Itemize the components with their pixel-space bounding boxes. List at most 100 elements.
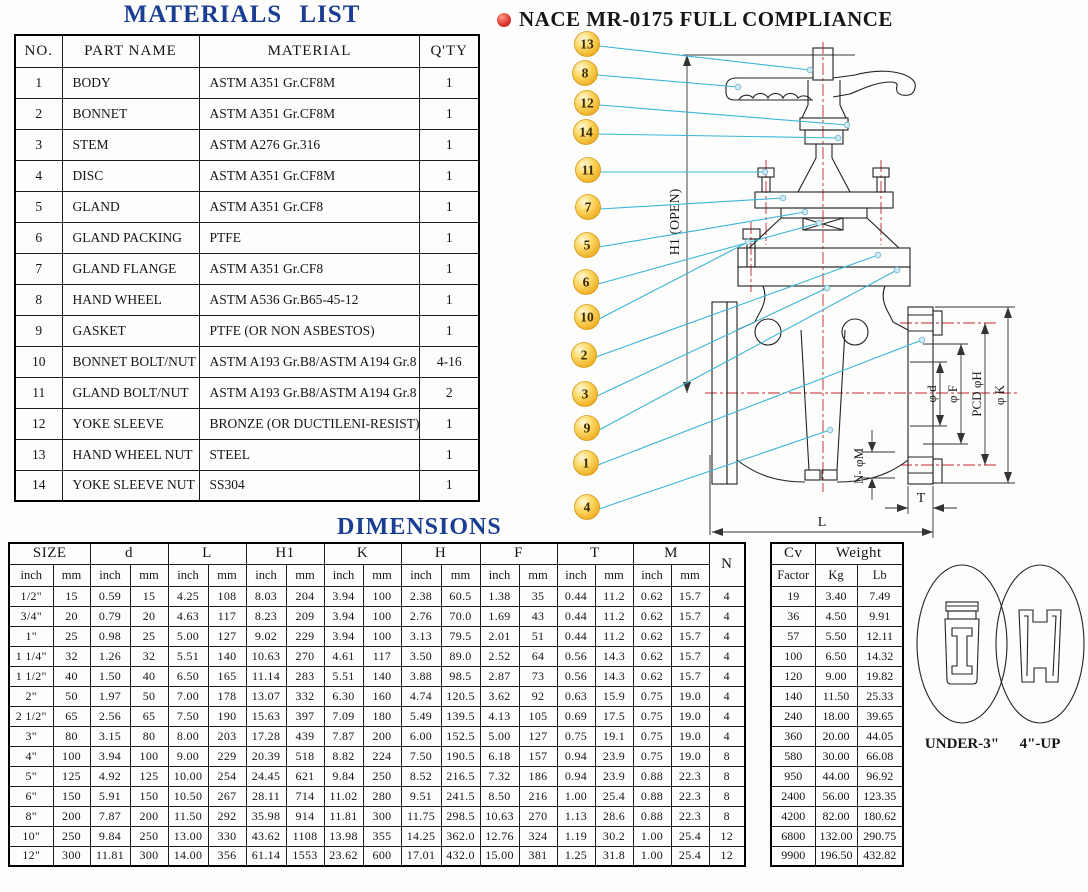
table-cell: SS304 bbox=[198, 469, 421, 502]
table-cell: 2 bbox=[14, 97, 63, 130]
table-cell: 6.50 bbox=[814, 645, 858, 667]
table-cell: STEM bbox=[61, 128, 200, 161]
table-cell: 3.15 bbox=[89, 725, 131, 747]
table-cell: 28.11 bbox=[245, 785, 287, 807]
table-cell: 1.50 bbox=[89, 665, 131, 687]
table-cell: 0.62 bbox=[632, 585, 672, 607]
wedge-under3-label: UNDER-3" bbox=[925, 736, 999, 752]
table-cell: 0.88 bbox=[632, 785, 672, 807]
table-cell: 13 bbox=[14, 438, 63, 471]
red-bullet-icon bbox=[497, 12, 511, 27]
table-cell: 79.5 bbox=[440, 625, 481, 647]
table-cell: 5.50 bbox=[814, 625, 858, 647]
table-cell: 381 bbox=[518, 845, 558, 867]
table-cell: 18.00 bbox=[814, 705, 858, 727]
table-cell: 4.63 bbox=[167, 605, 209, 627]
table-cell: 1 bbox=[419, 314, 480, 347]
table-cell: 180.62 bbox=[856, 805, 904, 827]
table-cell: 19.0 bbox=[670, 725, 710, 747]
table-cell: 15.7 bbox=[670, 625, 710, 647]
table-cell: ASTM A351 Gr.CF8M bbox=[198, 66, 421, 99]
table-cell: 25.33 bbox=[856, 685, 904, 707]
table-cell: 10.63 bbox=[479, 805, 520, 827]
dimensions-title: DIMENSIONS bbox=[337, 514, 502, 540]
table-cell: 9.84 bbox=[323, 765, 364, 787]
table-cell: 200 bbox=[362, 725, 402, 747]
handwheel bbox=[725, 70, 916, 101]
group-m: M bbox=[632, 542, 710, 565]
table-cell: 190 bbox=[207, 705, 247, 727]
table-cell: 4.61 bbox=[323, 645, 364, 667]
table-cell: 5" bbox=[8, 765, 54, 787]
table-cell: 35.98 bbox=[245, 805, 287, 827]
table-cell: 229 bbox=[285, 625, 325, 647]
table-cell: 12.11 bbox=[856, 625, 904, 647]
table-cell: 13.00 bbox=[167, 825, 209, 847]
table-cell: PTFE (OR NON ASBESTOS) bbox=[198, 314, 421, 347]
table-cell: BONNET BOLT/NUT bbox=[61, 345, 200, 378]
table-cell: 10.50 bbox=[167, 785, 209, 807]
table-cell: ASTM A351 Gr.CF8M bbox=[198, 97, 421, 130]
table-cell: 31.8 bbox=[594, 845, 634, 867]
table-cell: 10.00 bbox=[167, 765, 209, 787]
table-cell: 0.59 bbox=[89, 585, 131, 607]
table-cell: 914 bbox=[285, 805, 325, 827]
table-cell: 39.65 bbox=[856, 705, 904, 727]
callout-4: 4 bbox=[574, 494, 600, 520]
valve-drawing: H1 (OPEN) φ d φ F PCD φH φ K N- φM T L 1… bbox=[571, 31, 1017, 538]
table-cell: ASTM A351 Gr.CF8M bbox=[198, 159, 421, 192]
table-cell: 362.0 bbox=[440, 825, 481, 847]
svg-text:5: 5 bbox=[584, 238, 591, 253]
table-cell: 5.51 bbox=[167, 645, 209, 667]
table-cell: 432.0 bbox=[440, 845, 481, 867]
table-cell: 32 bbox=[129, 645, 169, 667]
table-cell: 5.51 bbox=[323, 665, 364, 687]
materials-header-row: NO. PART NAME MATERIAL Q'TY bbox=[14, 34, 480, 68]
table-cell: 0.75 bbox=[556, 725, 596, 747]
table-cell: 152.5 bbox=[440, 725, 481, 747]
table-cell: 178 bbox=[207, 685, 247, 707]
col-no: NO. bbox=[14, 34, 63, 68]
table-cell: 0.63 bbox=[556, 685, 596, 707]
table-cell: 70.0 bbox=[440, 605, 481, 627]
table-cell: STEEL bbox=[198, 438, 421, 471]
table-cell: 229 bbox=[207, 745, 247, 767]
table-cell: 19.0 bbox=[670, 705, 710, 727]
table-cell: 6.18 bbox=[479, 745, 520, 767]
table-cell: 23.9 bbox=[594, 765, 634, 787]
table-cell: 0.56 bbox=[556, 665, 596, 687]
table-cell: 9.00 bbox=[814, 665, 858, 687]
table-cell: BONNET bbox=[61, 97, 200, 130]
table-cell: 209 bbox=[285, 605, 325, 627]
table-cell: 4.25 bbox=[167, 585, 209, 607]
svg-text:12: 12 bbox=[580, 96, 594, 111]
table-cell: 200 bbox=[52, 805, 91, 827]
table-cell: 8.23 bbox=[245, 605, 287, 627]
table-cell: BODY bbox=[61, 66, 200, 99]
table-cell: 73 bbox=[518, 665, 558, 687]
table-cell: 9.91 bbox=[856, 605, 904, 627]
table-cell: 139.5 bbox=[440, 705, 481, 727]
table-cell: 98.5 bbox=[440, 665, 481, 687]
materials-list-title: MATERIALS LIST bbox=[123, 1, 361, 28]
table-cell: 1 1/2" bbox=[8, 665, 54, 687]
table-cell: 19.0 bbox=[670, 685, 710, 707]
table-cell: 241.5 bbox=[440, 785, 481, 807]
table-cell: 11.50 bbox=[814, 685, 858, 707]
stem bbox=[812, 47, 834, 81]
callout-9: 9 bbox=[574, 415, 600, 441]
table-cell: 216.5 bbox=[440, 765, 481, 787]
table-cell: 32 bbox=[52, 645, 91, 667]
table-cell: 125 bbox=[52, 765, 91, 787]
wedge-4up-label: 4"-UP bbox=[1020, 736, 1061, 752]
group-n: N bbox=[708, 542, 746, 587]
cv-header: Cv bbox=[770, 542, 816, 565]
